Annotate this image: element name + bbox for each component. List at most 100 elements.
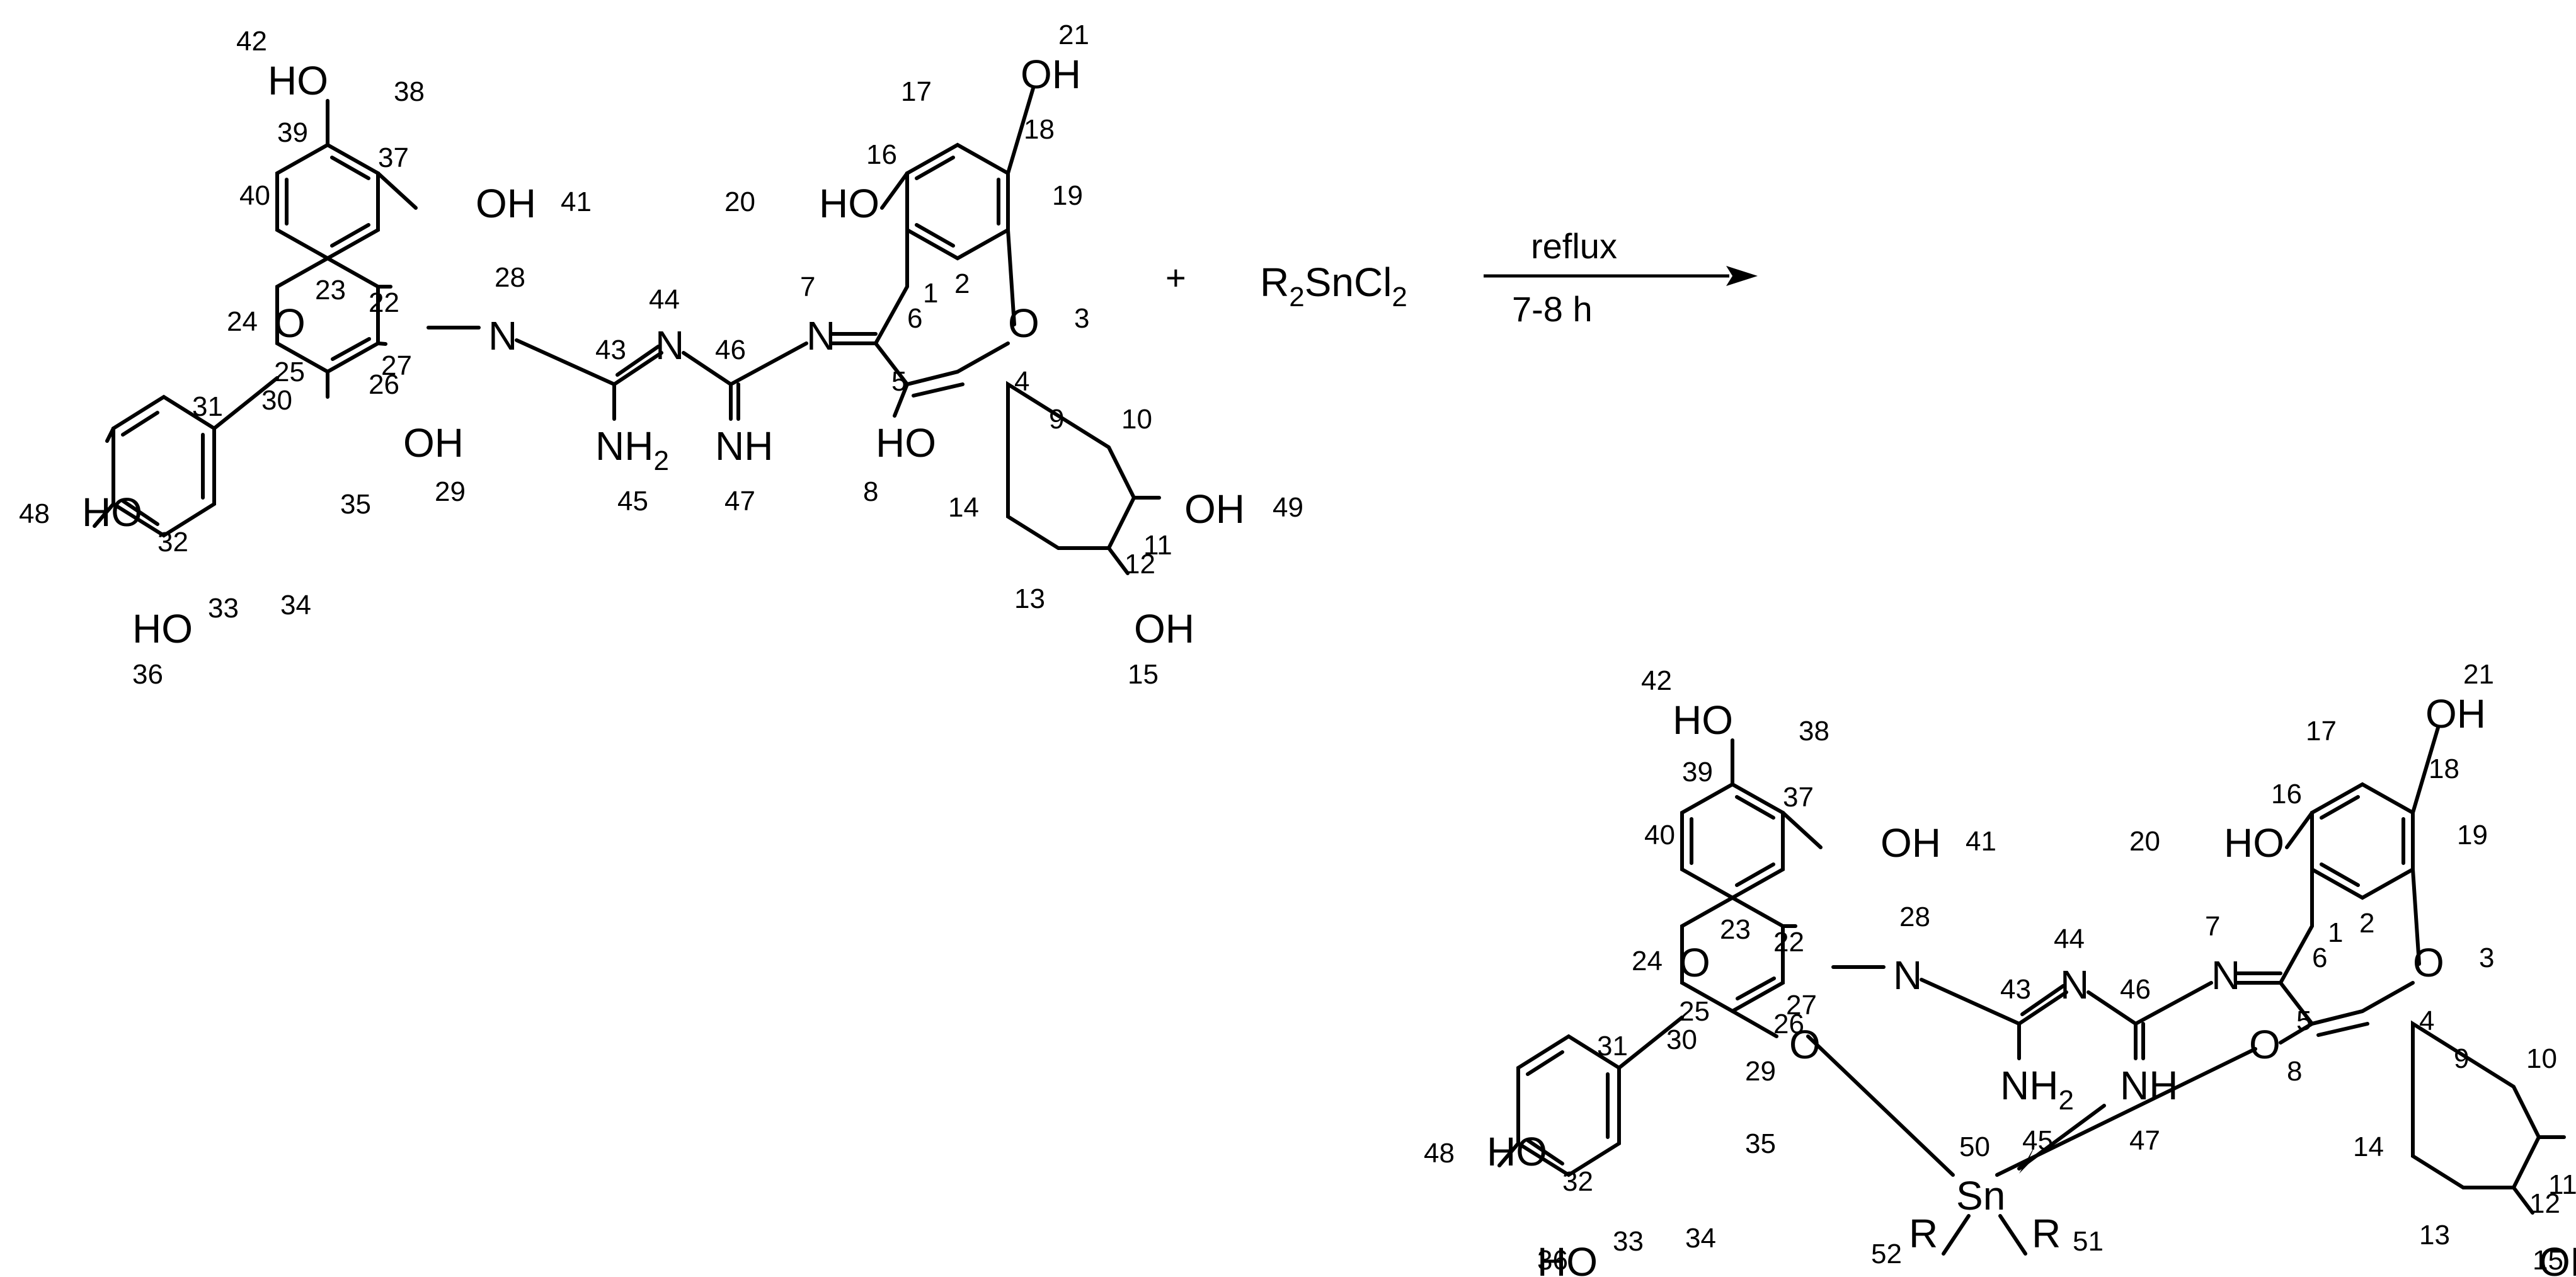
svg-text:13: 13 [1014, 583, 1045, 614]
product-n-7: N [2211, 953, 2240, 998]
svg-text:27: 27 [1786, 990, 1817, 1021]
product-o-24: O [1679, 940, 1710, 985]
svg-text:39: 39 [277, 117, 308, 148]
svg-text:19: 19 [2457, 820, 2488, 850]
svg-text:16: 16 [866, 139, 897, 170]
svg-text:4: 4 [1014, 366, 1029, 397]
svg-text:7: 7 [800, 272, 815, 302]
product-o-29: O [1789, 1022, 1821, 1067]
svg-text:11: 11 [2548, 1169, 2576, 1200]
svg-text:23: 23 [1720, 914, 1751, 945]
svg-text:8: 8 [863, 476, 878, 507]
svg-text:41: 41 [561, 186, 592, 217]
svg-text:4: 4 [2419, 1005, 2434, 1036]
condition-reflux: reflux [1531, 226, 1617, 266]
svg-text:50: 50 [1959, 1131, 1990, 1162]
svg-text:28: 28 [1899, 902, 1930, 932]
svg-text:43: 43 [2000, 974, 2031, 1005]
svg-text:3: 3 [1074, 303, 1089, 334]
svg-text:43: 43 [595, 335, 626, 365]
svg-text:21: 21 [2463, 659, 2494, 690]
svg-text:14: 14 [948, 492, 979, 523]
svg-text:40: 40 [239, 180, 270, 211]
svg-text:39: 39 [1682, 757, 1713, 787]
svg-text:33: 33 [208, 593, 239, 624]
reactant-oh-49: OH [1184, 486, 1245, 532]
svg-text:46: 46 [2120, 974, 2151, 1005]
svg-text:51: 51 [2073, 1226, 2104, 1257]
svg-text:26: 26 [1773, 1009, 1804, 1039]
product-nh2: NH2 [2000, 1063, 2074, 1116]
condition-time: 7-8 h [1512, 289, 1593, 329]
reactant-o-24: O [274, 301, 306, 346]
svg-text:17: 17 [901, 76, 932, 107]
reactant-ho-20: HO [819, 181, 879, 226]
svg-text:44: 44 [649, 284, 680, 315]
svg-text:36: 36 [132, 659, 163, 690]
svg-text:29: 29 [435, 476, 466, 507]
reactant-ho-8: HO [876, 420, 936, 466]
reactant-oh-29: OH [403, 420, 464, 466]
svg-text:31: 31 [192, 391, 223, 422]
svg-text:25: 25 [274, 357, 305, 387]
svg-text:47: 47 [724, 486, 755, 517]
svg-text:31: 31 [1597, 1031, 1628, 1062]
product-o-8: O [2249, 1022, 2281, 1067]
product-ho-36: HO [1537, 1239, 1598, 1277]
product-tin-atom: Sn [1956, 1173, 2005, 1218]
svg-text:46: 46 [715, 335, 746, 365]
svg-text:9: 9 [2454, 1043, 2469, 1074]
product-nh-47: NH [2120, 1063, 2178, 1108]
svg-text:26: 26 [369, 369, 399, 400]
svg-text:15: 15 [2533, 1245, 2563, 1276]
svg-text:42: 42 [236, 26, 267, 57]
svg-text:52: 52 [1871, 1239, 1902, 1269]
reactant-n-28: N [488, 313, 517, 358]
svg-text:14: 14 [2353, 1131, 2384, 1162]
reaction-conditions: + R2SnCl2 reflux 7-8 h [1165, 226, 1758, 329]
svg-text:5: 5 [2296, 1005, 2311, 1036]
reactant-locants: 1 2 3 4 5 6 7 8 9 10 11 12 13 14 15 16 1… [19, 20, 1303, 690]
product-r-51: R [2032, 1211, 2061, 1256]
svg-text:20: 20 [724, 186, 755, 217]
plus-sign: + [1165, 258, 1186, 297]
svg-text:16: 16 [2271, 779, 2302, 810]
product-oh-41: OH [1880, 820, 1941, 866]
svg-text:20: 20 [2129, 826, 2160, 857]
svg-text:28: 28 [495, 262, 525, 293]
reactant-oh-42: HO [268, 58, 328, 103]
svg-text:48: 48 [19, 498, 50, 529]
reactant-ho-48: HO [82, 490, 142, 535]
reactant-n-44: N [655, 323, 684, 368]
svg-text:37: 37 [378, 142, 409, 173]
reactant-oh-15: OH [1134, 606, 1194, 651]
product-oh-42: HO [1673, 697, 1733, 743]
product-ho-48: HO [1487, 1129, 1547, 1174]
product-oh-15: OH [2539, 1239, 2576, 1277]
svg-text:1: 1 [2328, 917, 2343, 948]
svg-text:6: 6 [2312, 942, 2327, 973]
svg-text:10: 10 [1121, 404, 1152, 435]
svg-text:45: 45 [2022, 1125, 2053, 1156]
svg-text:49: 49 [1273, 492, 1303, 523]
svg-text:35: 35 [1745, 1128, 1776, 1159]
svg-text:12: 12 [1125, 549, 1155, 580]
svg-text:32: 32 [1562, 1166, 1593, 1197]
reagent-formula: R2SnCl2 [1260, 260, 1407, 312]
product-n-44: N [2060, 962, 2089, 1007]
svg-text:24: 24 [1632, 946, 1663, 976]
svg-text:17: 17 [2306, 716, 2337, 747]
reactant-nh2: NH2 [595, 423, 669, 476]
svg-text:25: 25 [1679, 996, 1710, 1027]
svg-text:2: 2 [2359, 908, 2374, 939]
svg-text:40: 40 [1644, 820, 1675, 850]
svg-text:45: 45 [617, 486, 648, 517]
svg-text:34: 34 [1685, 1223, 1716, 1254]
svg-text:21: 21 [1058, 20, 1089, 50]
product-bonds [1497, 726, 2566, 1256]
svg-text:44: 44 [2054, 924, 2085, 954]
svg-text:37: 37 [1783, 782, 1814, 813]
svg-text:12: 12 [2529, 1188, 2560, 1219]
reactant-ho-36: HO [132, 606, 193, 651]
svg-text:23: 23 [315, 275, 346, 306]
